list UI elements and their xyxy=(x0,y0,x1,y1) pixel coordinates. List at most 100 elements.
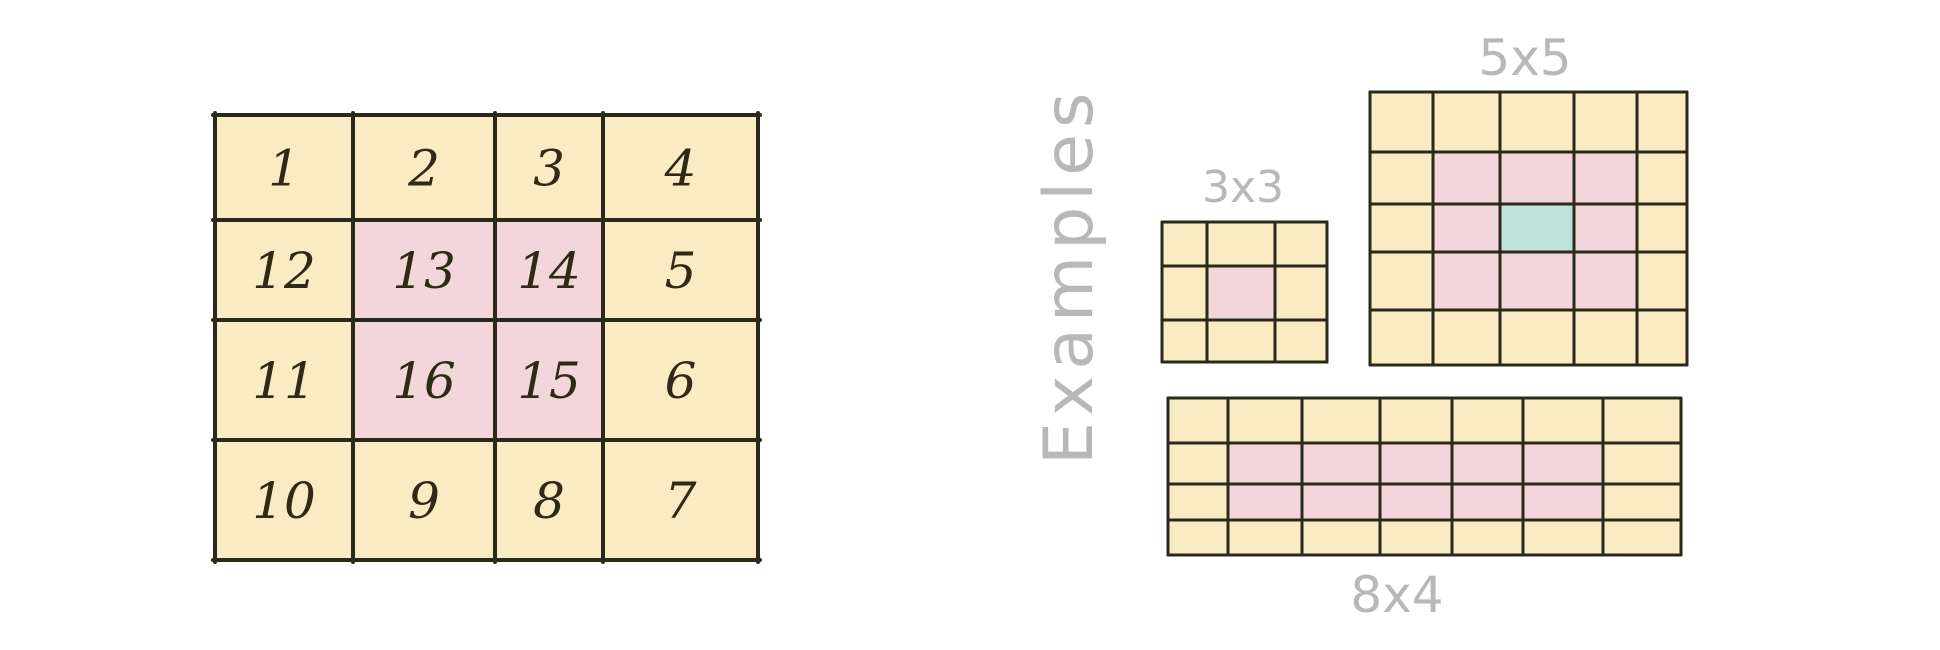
example-grid-3x3 xyxy=(1160,220,1329,364)
grid-5x5-cell-r0-c0 xyxy=(1370,92,1433,152)
grid-5x5-cell-r4-c1 xyxy=(1433,310,1500,365)
grid-8x4-cell-r1-c6 xyxy=(1603,443,1681,484)
spiral-cell-r1-c3 xyxy=(603,220,758,320)
grid-5x5-cell-r3-c0 xyxy=(1370,252,1433,310)
spiral-cell-number: 11 xyxy=(252,352,316,410)
spiral-cell-r1-c2 xyxy=(495,220,603,320)
spiral-cell-r0-c1 xyxy=(353,115,495,220)
grid-5x5-cell-r1-c1 xyxy=(1433,152,1500,204)
grid-3x3-cell-r1-c1 xyxy=(1207,266,1275,320)
spiral-cell-r2-c2 xyxy=(495,320,603,440)
grid-8x4-cell-r0-c1 xyxy=(1228,398,1302,443)
grid-8x4-cell-r3-c4 xyxy=(1452,520,1523,555)
spiral-cell-number: 2 xyxy=(407,140,440,198)
examples-title: Examples xyxy=(1030,87,1109,465)
grid-8x4-cell-r2-c2 xyxy=(1302,484,1380,520)
grid-8x4-cell-r2-c3 xyxy=(1380,484,1452,520)
spiral-cell-r1-c0 xyxy=(215,220,353,320)
grid-3x3-cell-r0-c0 xyxy=(1162,222,1207,266)
grid-8x4-cell-r3-c5 xyxy=(1523,520,1603,555)
grid-8x4-cell-r2-c0 xyxy=(1168,484,1228,520)
grid-5x5-cell-r0-c2 xyxy=(1500,92,1574,152)
grid-8x4-cell-r1-c0 xyxy=(1168,443,1228,484)
grid-8x4-cell-r0-c4 xyxy=(1452,398,1523,443)
spiral-cell-r3-c0 xyxy=(215,440,353,560)
grid-8x4-cell-r3-c0 xyxy=(1168,520,1228,555)
example-grid-8x4 xyxy=(1166,396,1683,557)
grid-8x4-cell-r1-c3 xyxy=(1380,443,1452,484)
grid-8x4-cell-r2-c4 xyxy=(1452,484,1523,520)
grid-5x5-cell-r2-c1 xyxy=(1433,204,1500,252)
spiral-cell-number: 14 xyxy=(517,242,581,300)
grid-5x5-cell-r0-c1 xyxy=(1433,92,1500,152)
grid-8x4-fills xyxy=(1168,398,1681,555)
grid-3x3-lines xyxy=(1160,220,1329,364)
grid-8x4-cell-r1-c1 xyxy=(1228,443,1302,484)
spiral-cell-number: 10 xyxy=(252,472,316,530)
grid-5x5-cell-r4-c2 xyxy=(1500,310,1574,365)
spiral-cell-r2-c3 xyxy=(603,320,758,440)
grid-5x5-cell-r1-c2 xyxy=(1500,152,1574,204)
grid-5x5-cell-r4-c0 xyxy=(1370,310,1433,365)
grid-5x5-lines xyxy=(1368,90,1689,367)
spiral-cell-number: 13 xyxy=(392,242,456,300)
spiral-cell-r0-c0 xyxy=(215,115,353,220)
spiral-cell-r0-c2 xyxy=(495,115,603,220)
grid-3x3-cell-r2-c2 xyxy=(1275,320,1327,362)
spiral-cell-number: 7 xyxy=(665,472,697,530)
grid-5x5-cell-r3-c3 xyxy=(1574,252,1637,310)
spiral-cell-r3-c1 xyxy=(353,440,495,560)
spiral-cell-r2-c1 xyxy=(353,320,495,440)
grid-8x4-cell-r3-c6 xyxy=(1603,520,1681,555)
grid-5x5-cell-r0-c4 xyxy=(1637,92,1687,152)
grid-8x4-cell-r2-c1 xyxy=(1228,484,1302,520)
example-grid-5x5 xyxy=(1368,90,1689,367)
grid-5x5-cell-r4-c3 xyxy=(1574,310,1637,365)
spiral-grid-fills xyxy=(215,115,758,560)
grid-8x4-cell-r0-c3 xyxy=(1380,398,1452,443)
grid-5x5-cell-r2-c4 xyxy=(1637,204,1687,252)
spiral-cell-number: 15 xyxy=(517,352,581,410)
grid-3x3-cell-r2-c1 xyxy=(1207,320,1275,362)
grid-8x4-cell-r0-c6 xyxy=(1603,398,1681,443)
grid-3x3-fills xyxy=(1162,222,1327,362)
grid-8x4-cell-r3-c3 xyxy=(1380,520,1452,555)
spiral-cell-r1-c1 xyxy=(353,220,495,320)
grid-3x3-cell-r0-c2 xyxy=(1275,222,1327,266)
spiral-cell-r3-c2 xyxy=(495,440,603,560)
example-label-3x3: 3x3 xyxy=(1202,162,1284,213)
grid-5x5-cell-r1-c3 xyxy=(1574,152,1637,204)
spiral-cell-number: 4 xyxy=(664,140,697,198)
grid-5x5-cell-r2-c3 xyxy=(1574,204,1637,252)
grid-8x4-cell-r0-c0 xyxy=(1168,398,1228,443)
grid-5x5-cell-r2-c2 xyxy=(1500,204,1574,252)
spiral-cell-r0-c3 xyxy=(603,115,758,220)
grid-8x4-cell-r1-c2 xyxy=(1302,443,1380,484)
grid-3x3-cell-r2-c0 xyxy=(1162,320,1207,362)
spiral-cell-number: 9 xyxy=(408,472,440,530)
spiral-cell-number: 8 xyxy=(533,472,565,530)
example-label-8x4: 8x4 xyxy=(1350,566,1443,624)
grid-8x4-lines xyxy=(1166,396,1683,557)
spiral-cell-number: 3 xyxy=(533,140,565,198)
spiral-cell-number: 12 xyxy=(252,242,316,300)
grid-5x5-cell-r3-c4 xyxy=(1637,252,1687,310)
spiral-cell-number: 6 xyxy=(665,352,697,410)
spiral-cell-number: 1 xyxy=(268,140,300,198)
grid-8x4-cell-r3-c2 xyxy=(1302,520,1380,555)
grid-5x5-fills xyxy=(1370,92,1687,365)
grid-8x4-cell-r2-c5 xyxy=(1523,484,1603,520)
spiral-cell-r2-c0 xyxy=(215,320,353,440)
example-label-5x5: 5x5 xyxy=(1478,29,1571,87)
grid-5x5-cell-r4-c4 xyxy=(1637,310,1687,365)
spiral-cell-number: 16 xyxy=(392,352,456,410)
grid-8x4-cell-r3-c1 xyxy=(1228,520,1302,555)
spiral-grid-lines xyxy=(211,111,762,564)
grid-8x4-cell-r0-c5 xyxy=(1523,398,1603,443)
grid-8x4-cell-r1-c4 xyxy=(1452,443,1523,484)
grid-5x5-cell-r0-c3 xyxy=(1574,92,1637,152)
grid-8x4-cell-r0-c2 xyxy=(1302,398,1380,443)
